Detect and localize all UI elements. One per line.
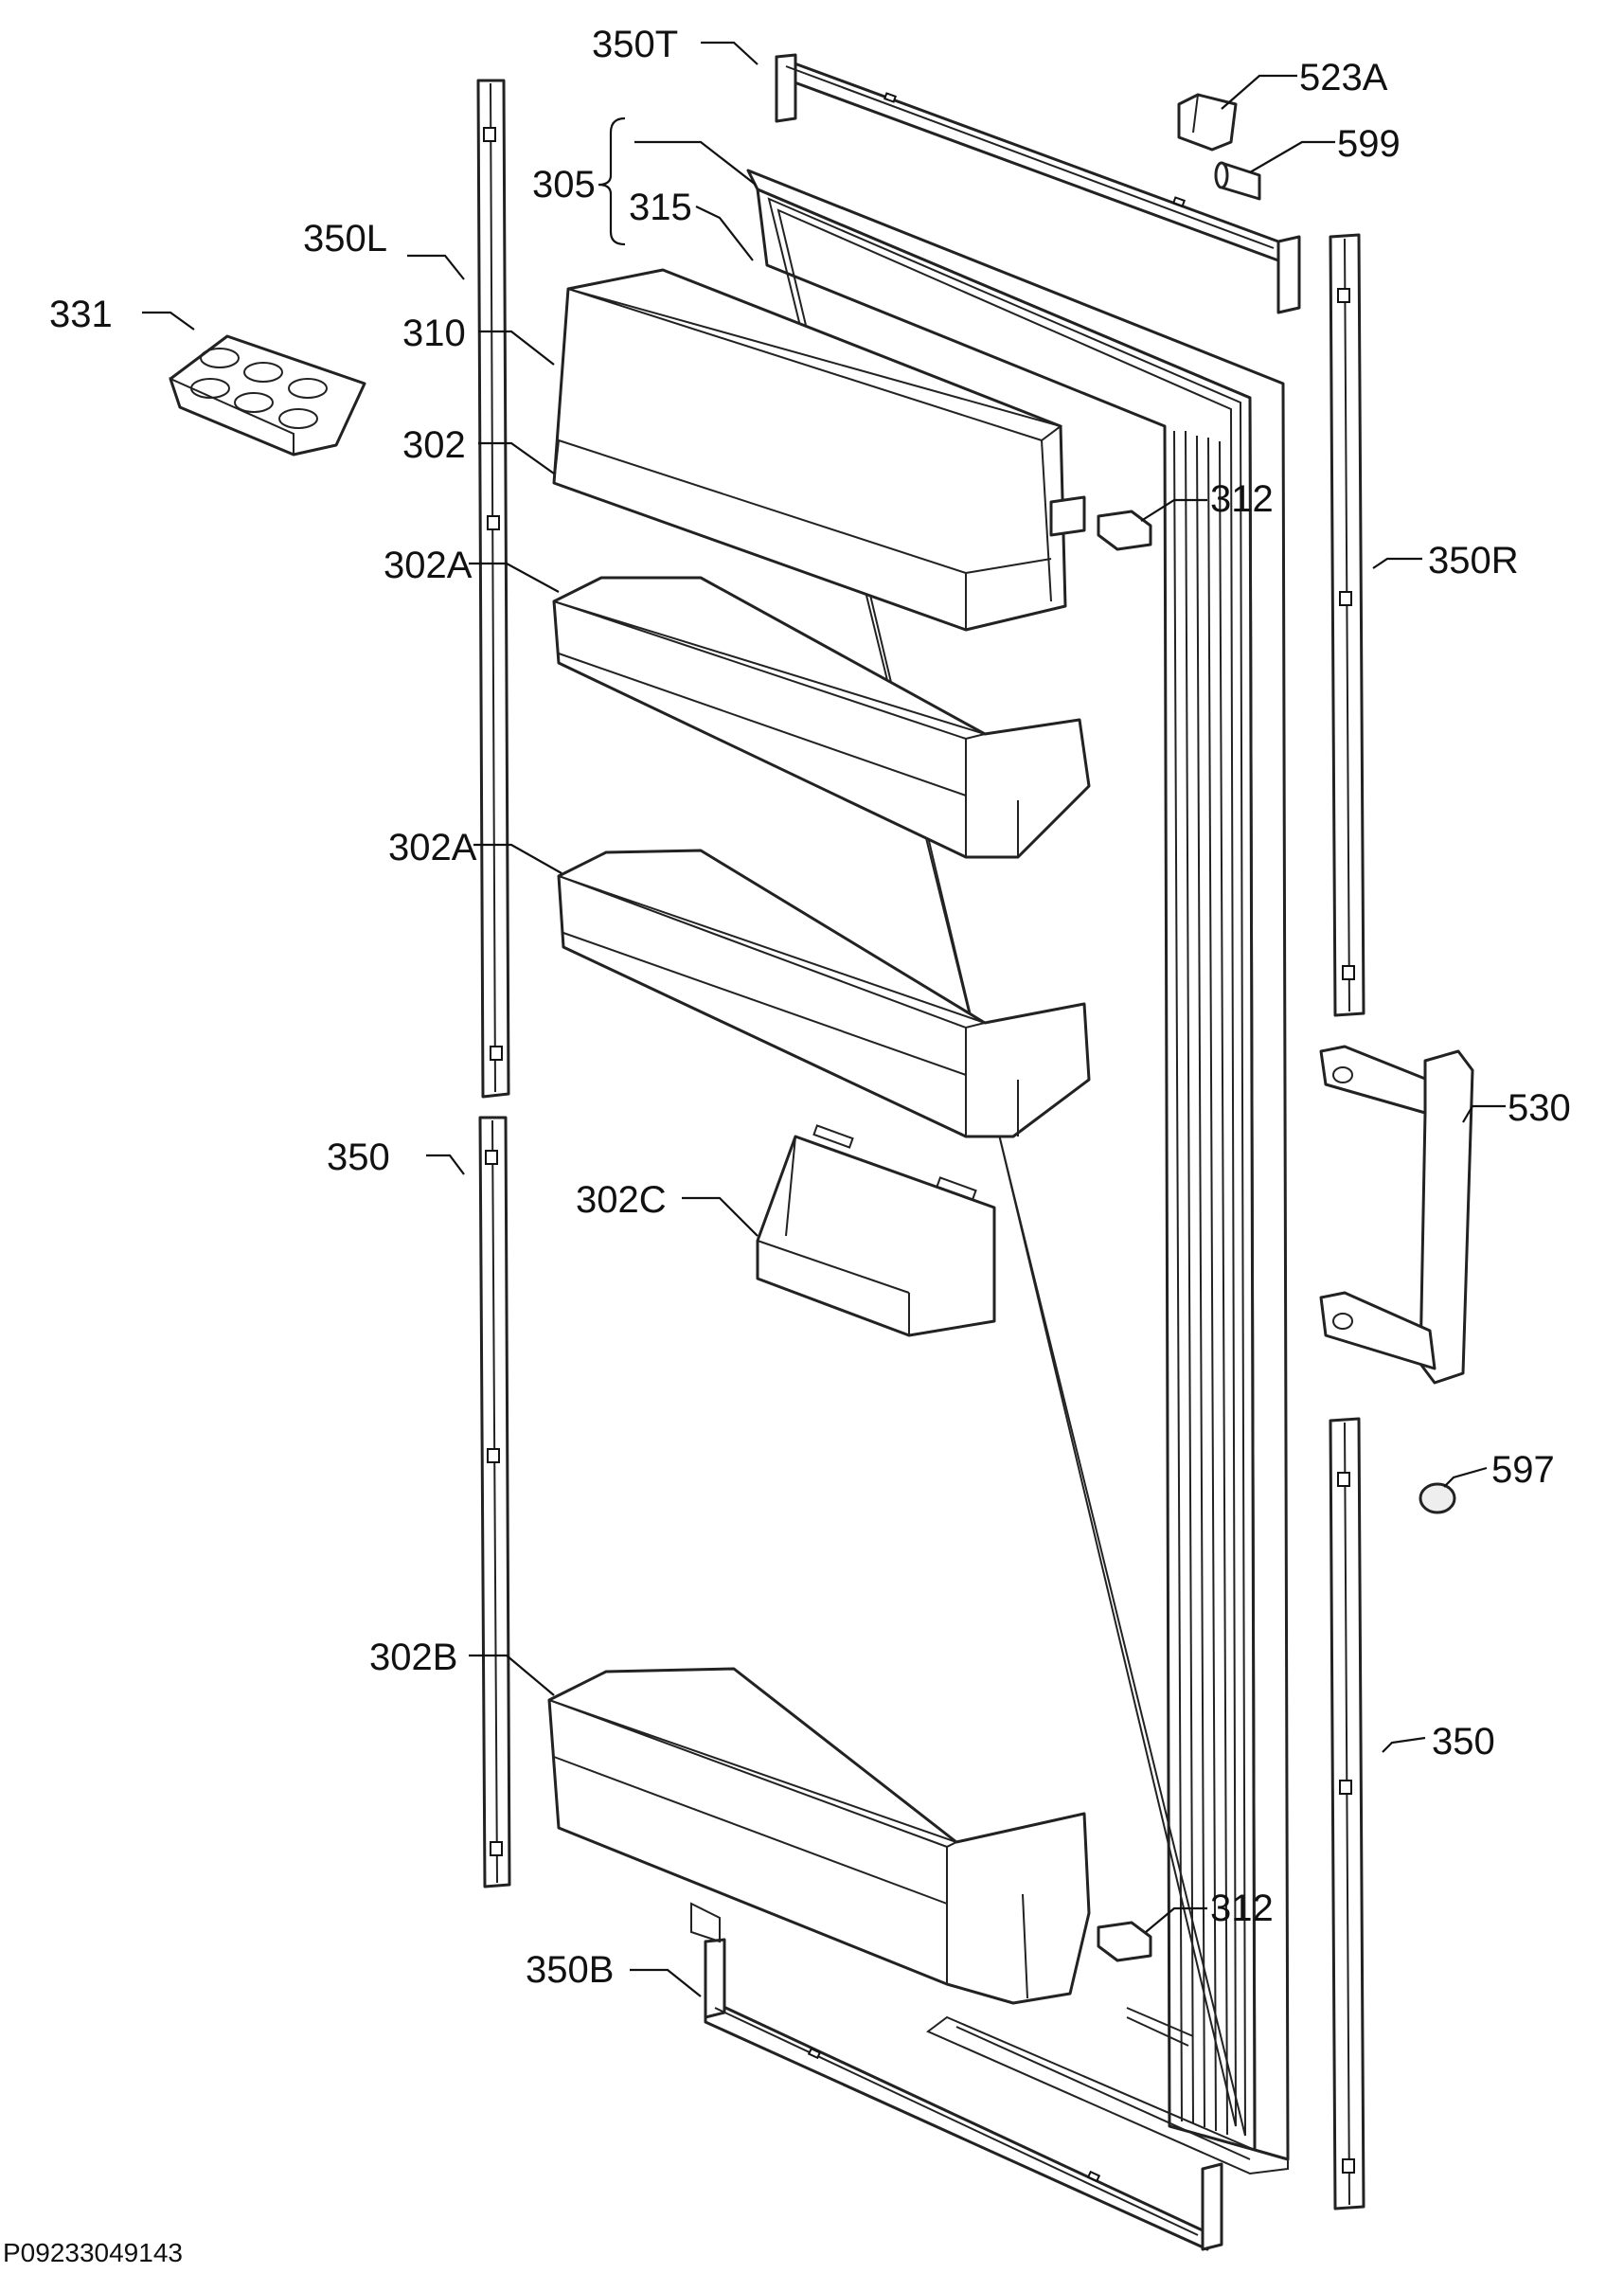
drawing-code: P09233049143 [3, 2238, 183, 2267]
part-599 [1214, 161, 1261, 201]
label-530: 530 [1508, 1087, 1571, 1129]
bottom-trim-350b [704, 1938, 1223, 2251]
part-597 [1419, 1482, 1456, 1514]
label-331: 331 [49, 294, 113, 335]
side-trim-350r [1329, 233, 1365, 1017]
label-350r: 350R [1428, 540, 1519, 582]
top-trim-350t [775, 53, 1301, 314]
door-gasket-305 [746, 169, 1290, 2175]
door-handle-530 [1319, 1045, 1474, 1385]
clip-312-bottom [1097, 1921, 1152, 1962]
part-labels: 350T 523A 599 305 315 350L 331 310 302 3… [49, 24, 1571, 1991]
label-302a-upper: 302A [384, 545, 473, 586]
label-350-right: 350 [1432, 1721, 1495, 1763]
label-597: 597 [1491, 1449, 1555, 1491]
side-trim-350-right [1329, 1417, 1365, 2210]
clip-312-top [1097, 510, 1152, 551]
label-302: 302 [402, 424, 466, 466]
label-350b: 350B [526, 1949, 614, 1991]
label-302c: 302C [576, 1179, 667, 1221]
door-shelf-302a-upper [552, 576, 1091, 859]
label-350t: 350T [592, 24, 678, 65]
label-310: 310 [402, 313, 466, 354]
door-shelf-302a-lower [557, 849, 1091, 1138]
label-302a-lower: 302A [388, 827, 477, 868]
door-bin-302b [547, 1667, 1091, 2005]
dairy-compartment-310 [552, 268, 1086, 632]
label-599: 599 [1337, 123, 1401, 165]
side-trim-350l [476, 79, 510, 1099]
leader-lines [142, 41, 1506, 1997]
label-350l: 350L [303, 218, 387, 260]
label-305: 305 [532, 164, 596, 206]
egg-tray-331 [169, 334, 366, 456]
label-312-bottom: 312 [1210, 1888, 1274, 1929]
label-523a: 523A [1299, 57, 1388, 98]
group-brace-305 [598, 116, 626, 246]
label-315: 315 [629, 187, 692, 228]
door-bin-302c [756, 1124, 996, 1337]
label-312-top: 312 [1210, 478, 1274, 520]
label-350-left: 350 [327, 1136, 390, 1178]
label-302b: 302B [369, 1637, 457, 1678]
side-trim-350-left [478, 1116, 511, 1888]
